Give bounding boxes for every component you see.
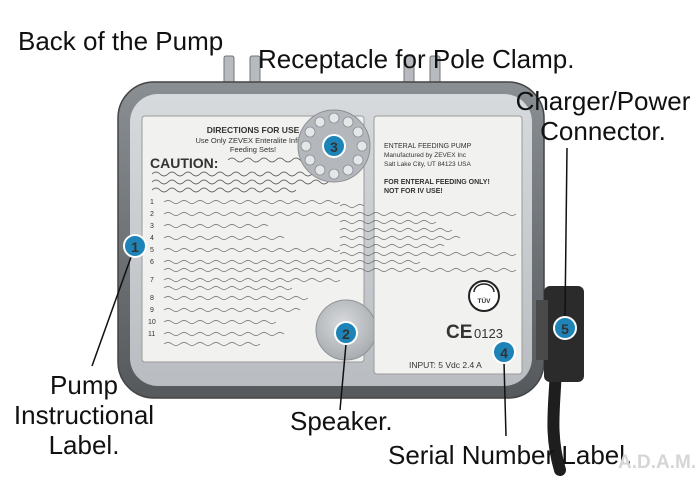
callout-instr-line-1: Pump [50,370,118,400]
marker-1-number: 1 [131,239,139,255]
tuv-text: TÜV [478,296,492,305]
marker-4: 4 [492,340,516,364]
device-title: ENTERAL FEEDING PUMP [384,143,472,150]
step-number: 4 [150,235,154,242]
callout-instr-line-2: Instructional [13,400,155,430]
step-number: 11 [148,331,155,338]
callout-charger: Charger/Power Connector. [512,86,694,146]
step-number: 2 [150,211,154,218]
callout-pole-clamp: Receptacle for Pole Clamp. [258,44,575,74]
step-number: 3 [150,223,154,230]
marker-5: 5 [553,316,577,340]
iv-warning: NOT FOR IV USE! [384,188,443,195]
marker-2-number: 2 [342,326,350,342]
device-label: ENTERAL FEEDING PUMP Manufactured by ZEV… [339,115,523,375]
marker-1: 1 [123,234,147,258]
definitions-handwriting [339,204,517,272]
marker-3: 3 [322,134,346,158]
callout-speaker: Speaker. [290,406,393,436]
directions-line-3: Feeding Sets! [230,145,276,154]
callout-charger-line-2: Connector. [540,116,666,146]
step-number: 8 [150,295,154,302]
step-number: 7 [150,277,154,284]
step-number: 5 [150,247,154,254]
directions-title: DIRECTIONS FOR USE [207,125,300,135]
marker-4-number: 4 [500,345,508,361]
directions-line-2: Use Only ZEVEX Enteralite Infinity [195,136,310,145]
marker-2: 2 [334,321,358,345]
callout-charger-line-1: Charger/Power [515,86,691,116]
step-number: 1 [150,199,154,206]
ce-mark: CE [446,322,472,343]
watermark-logo: A.D.A.M. [618,452,697,473]
tuv-mark: TÜV [468,280,500,312]
instruction-steps: 1 2 3 4 5 6 7 8 9 10 11 [148,199,156,338]
input-rating: INPUT: 5 Vdc 2.4 A [409,360,482,370]
marker-5-number: 5 [561,321,569,337]
manufacturer-text: Manufactured by ZEVEX Inc [384,152,467,159]
step-number: 6 [150,259,154,266]
step-number: 9 [150,307,154,314]
callout-instructional-label: Pump Instructional Label. [0,370,168,460]
marker-3-number: 3 [330,139,338,155]
caution-heading: CAUTION: [150,155,218,171]
callout-serial-number: Serial Number Label. [388,440,633,470]
enteral-warning: FOR ENTERAL FEEDING ONLY! [384,179,490,186]
callout-back-of-pump: Back of the Pump [18,26,224,56]
ce-number: 0123 [474,326,503,341]
callout-instr-line-3: Label. [48,430,120,460]
address-text: Salt Lake City, UT 84123 USA [384,161,471,168]
steps-handwriting [163,200,341,346]
step-number: 10 [148,319,156,326]
leader-lines [91,147,568,437]
